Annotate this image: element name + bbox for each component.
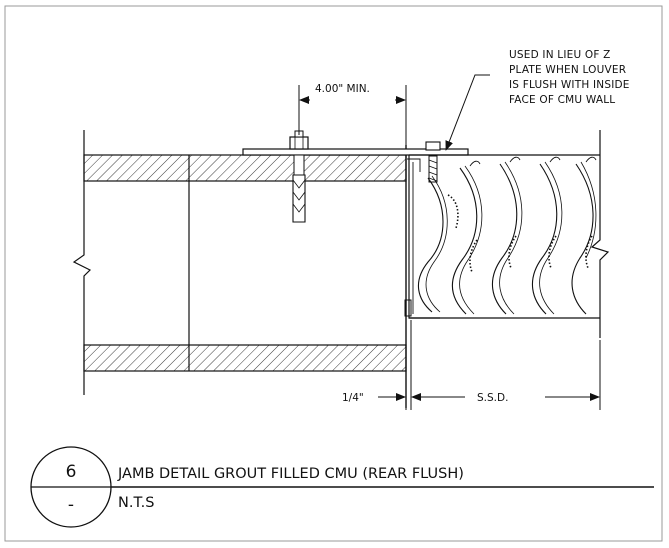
louver-blade bbox=[491, 156, 523, 315]
cmu-wall bbox=[72, 130, 407, 408]
dimension-min-embed-label: 4.00" MIN. bbox=[315, 83, 370, 95]
note-line-1: USED IN LIEU OF Z bbox=[509, 49, 611, 61]
note-line-4: FACE OF CMU WALL bbox=[509, 94, 615, 106]
louver-blades bbox=[417, 156, 597, 315]
note-line-2: PLATE WHEN LOUVER bbox=[509, 64, 626, 76]
dimension-ssd bbox=[411, 340, 601, 410]
callout-note: USED IN LIEU OF Z PLATE WHEN LOUVER IS F… bbox=[509, 49, 633, 106]
cmu-face-shell-top bbox=[83, 154, 407, 182]
bolt-nut bbox=[289, 136, 309, 150]
break-line-right bbox=[590, 130, 610, 338]
break-line-left bbox=[72, 130, 92, 395]
louver-screw-head bbox=[425, 141, 441, 151]
note-leader bbox=[445, 74, 490, 151]
detail-title: JAMB DETAIL GROUT FILLED CMU (REAR FLUSH… bbox=[117, 466, 464, 482]
note-line-3: IS FLUSH WITH INSIDE bbox=[509, 79, 630, 91]
dimension-ssd-label: S.S.D. bbox=[477, 392, 508, 404]
dimension-gap-label: 1/4" bbox=[342, 392, 364, 404]
detail-sheet: - bbox=[68, 495, 74, 515]
expansion-anchor bbox=[292, 174, 306, 223]
louver-blade bbox=[417, 175, 459, 313]
detail-scale: N.T.S bbox=[118, 495, 154, 511]
louver-frame bbox=[404, 130, 610, 338]
dimension-min-embed bbox=[298, 85, 407, 145]
louver-blade bbox=[571, 156, 597, 315]
anchor-plate bbox=[242, 148, 469, 156]
louver-blade bbox=[531, 156, 563, 315]
sheet-border bbox=[4, 5, 663, 542]
cmu-face-shell-bottom bbox=[83, 344, 407, 372]
detail-title-block: 6 - JAMB DETAIL GROUT FILLED CMU (REAR F… bbox=[30, 446, 654, 528]
louver-blade bbox=[451, 160, 483, 315]
detail-number: 6 bbox=[66, 462, 77, 482]
